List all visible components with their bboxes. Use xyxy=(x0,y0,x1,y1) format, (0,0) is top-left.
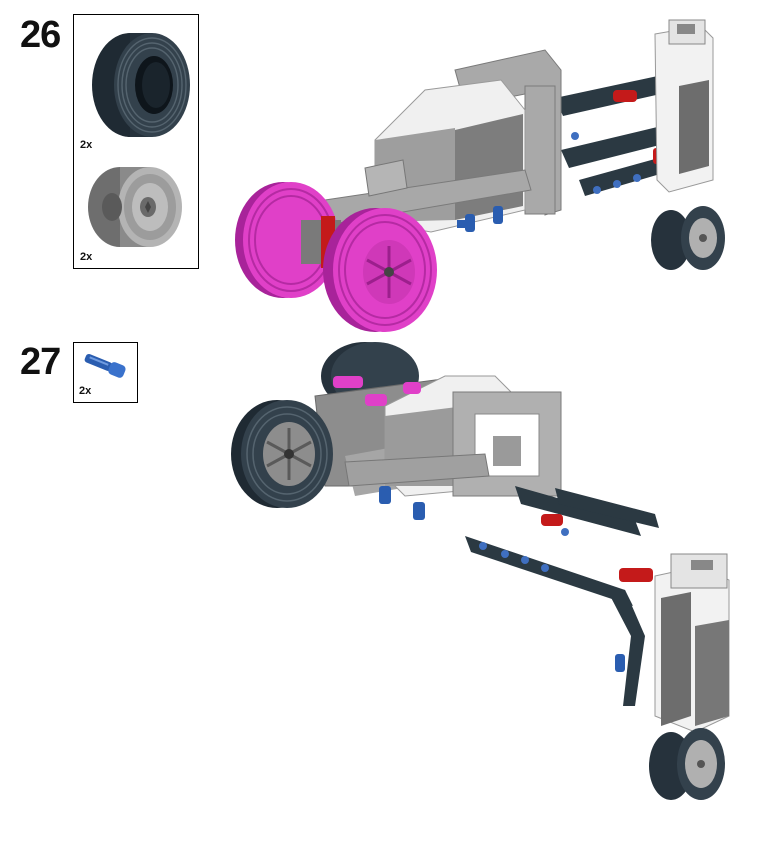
assembly-illustration-step-27 xyxy=(231,342,730,800)
quantity-label: 2x xyxy=(80,251,93,263)
quantity-label: 2x xyxy=(79,385,92,397)
axle-pin-blue-icon xyxy=(78,347,134,383)
quantity-label: 2x xyxy=(80,139,93,151)
step-number-27: 27 xyxy=(20,341,61,383)
assembly-illustration-step-26 xyxy=(235,19,725,332)
step-number-26: 26 xyxy=(20,14,61,56)
parts-callout-step-26: 2x 2x xyxy=(73,14,199,269)
wheel-hub-icon xyxy=(78,161,190,251)
parts-callout-step-27: 2x xyxy=(73,342,138,403)
tire-icon xyxy=(80,21,192,141)
